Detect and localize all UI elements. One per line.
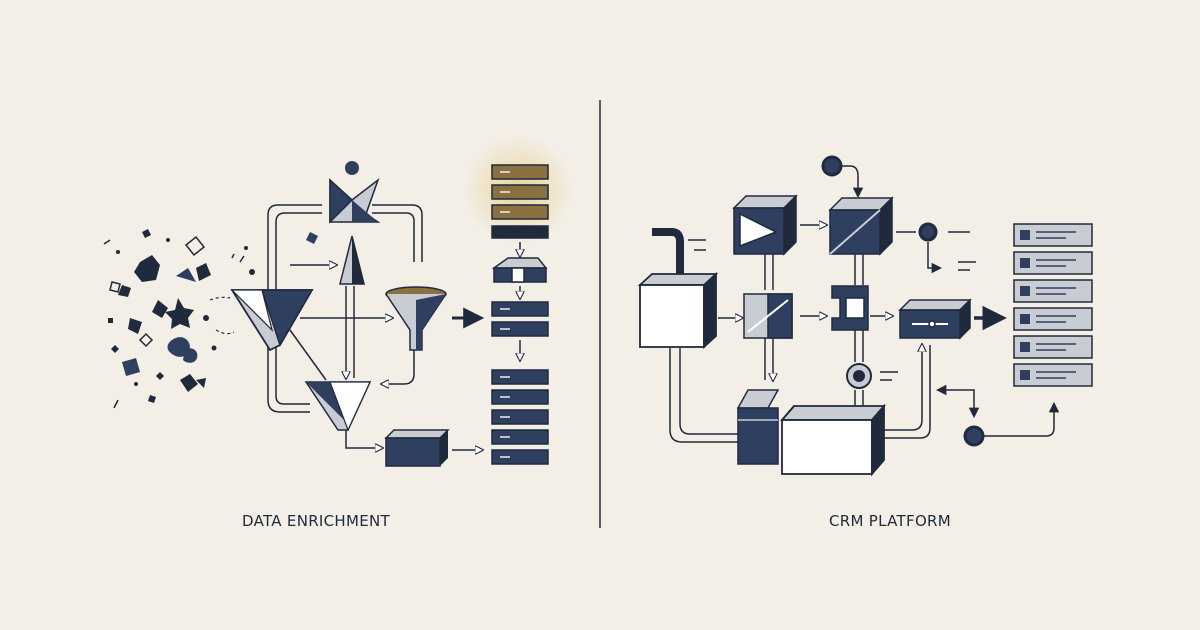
connector-box: [898, 298, 972, 340]
crm-platform-caption: CRM PLATFORM: [829, 512, 952, 530]
cube-top-left: [732, 194, 798, 256]
bottom-node-route: [984, 401, 1060, 437]
funnel-gold: [385, 286, 447, 351]
crm-top-node: [821, 155, 843, 177]
cube-top-right: [828, 196, 894, 256]
crm-top-node-pipe: [842, 165, 864, 199]
scattered-data-fragments: [103, 229, 255, 409]
navy-server-stack-bottom: [491, 369, 549, 465]
navy-server-stack-mid: [491, 301, 549, 337]
gold-server-stack: [491, 164, 549, 239]
valve-node: [846, 363, 872, 389]
dash-marks: [958, 261, 976, 271]
side-node-arrow: [927, 242, 943, 274]
intake-box: [637, 271, 719, 350]
output-box: [384, 429, 450, 467]
process-node: [491, 257, 548, 283]
crm-side-node: [918, 222, 938, 242]
chute-box: [736, 389, 780, 465]
bowtie-shape: [329, 177, 381, 224]
valve-marks: [880, 371, 898, 381]
crm-bottom-node: [963, 425, 985, 447]
funnel-lower: [304, 381, 372, 432]
platform-core-box: [780, 403, 886, 477]
triangle-shape: [339, 235, 365, 285]
bracket-processor: [831, 285, 869, 331]
enrichment-pipes: [267, 204, 423, 448]
data-enrichment-diagram: [103, 135, 573, 467]
crm-record-stack: [1013, 223, 1093, 387]
motion-lines: [688, 239, 706, 251]
inlet-arrow: [652, 228, 684, 284]
crm-platform-diagram: [637, 155, 1093, 477]
data-enrichment-caption: DATA ENRICHMENT: [242, 512, 391, 530]
top-node-circle: [345, 161, 359, 175]
crm-pipes: [669, 225, 931, 443]
diamond-fragment: [306, 232, 318, 244]
funnel-left: [230, 289, 314, 352]
bottom-node-loop: [935, 384, 980, 419]
split-box: [743, 293, 793, 339]
